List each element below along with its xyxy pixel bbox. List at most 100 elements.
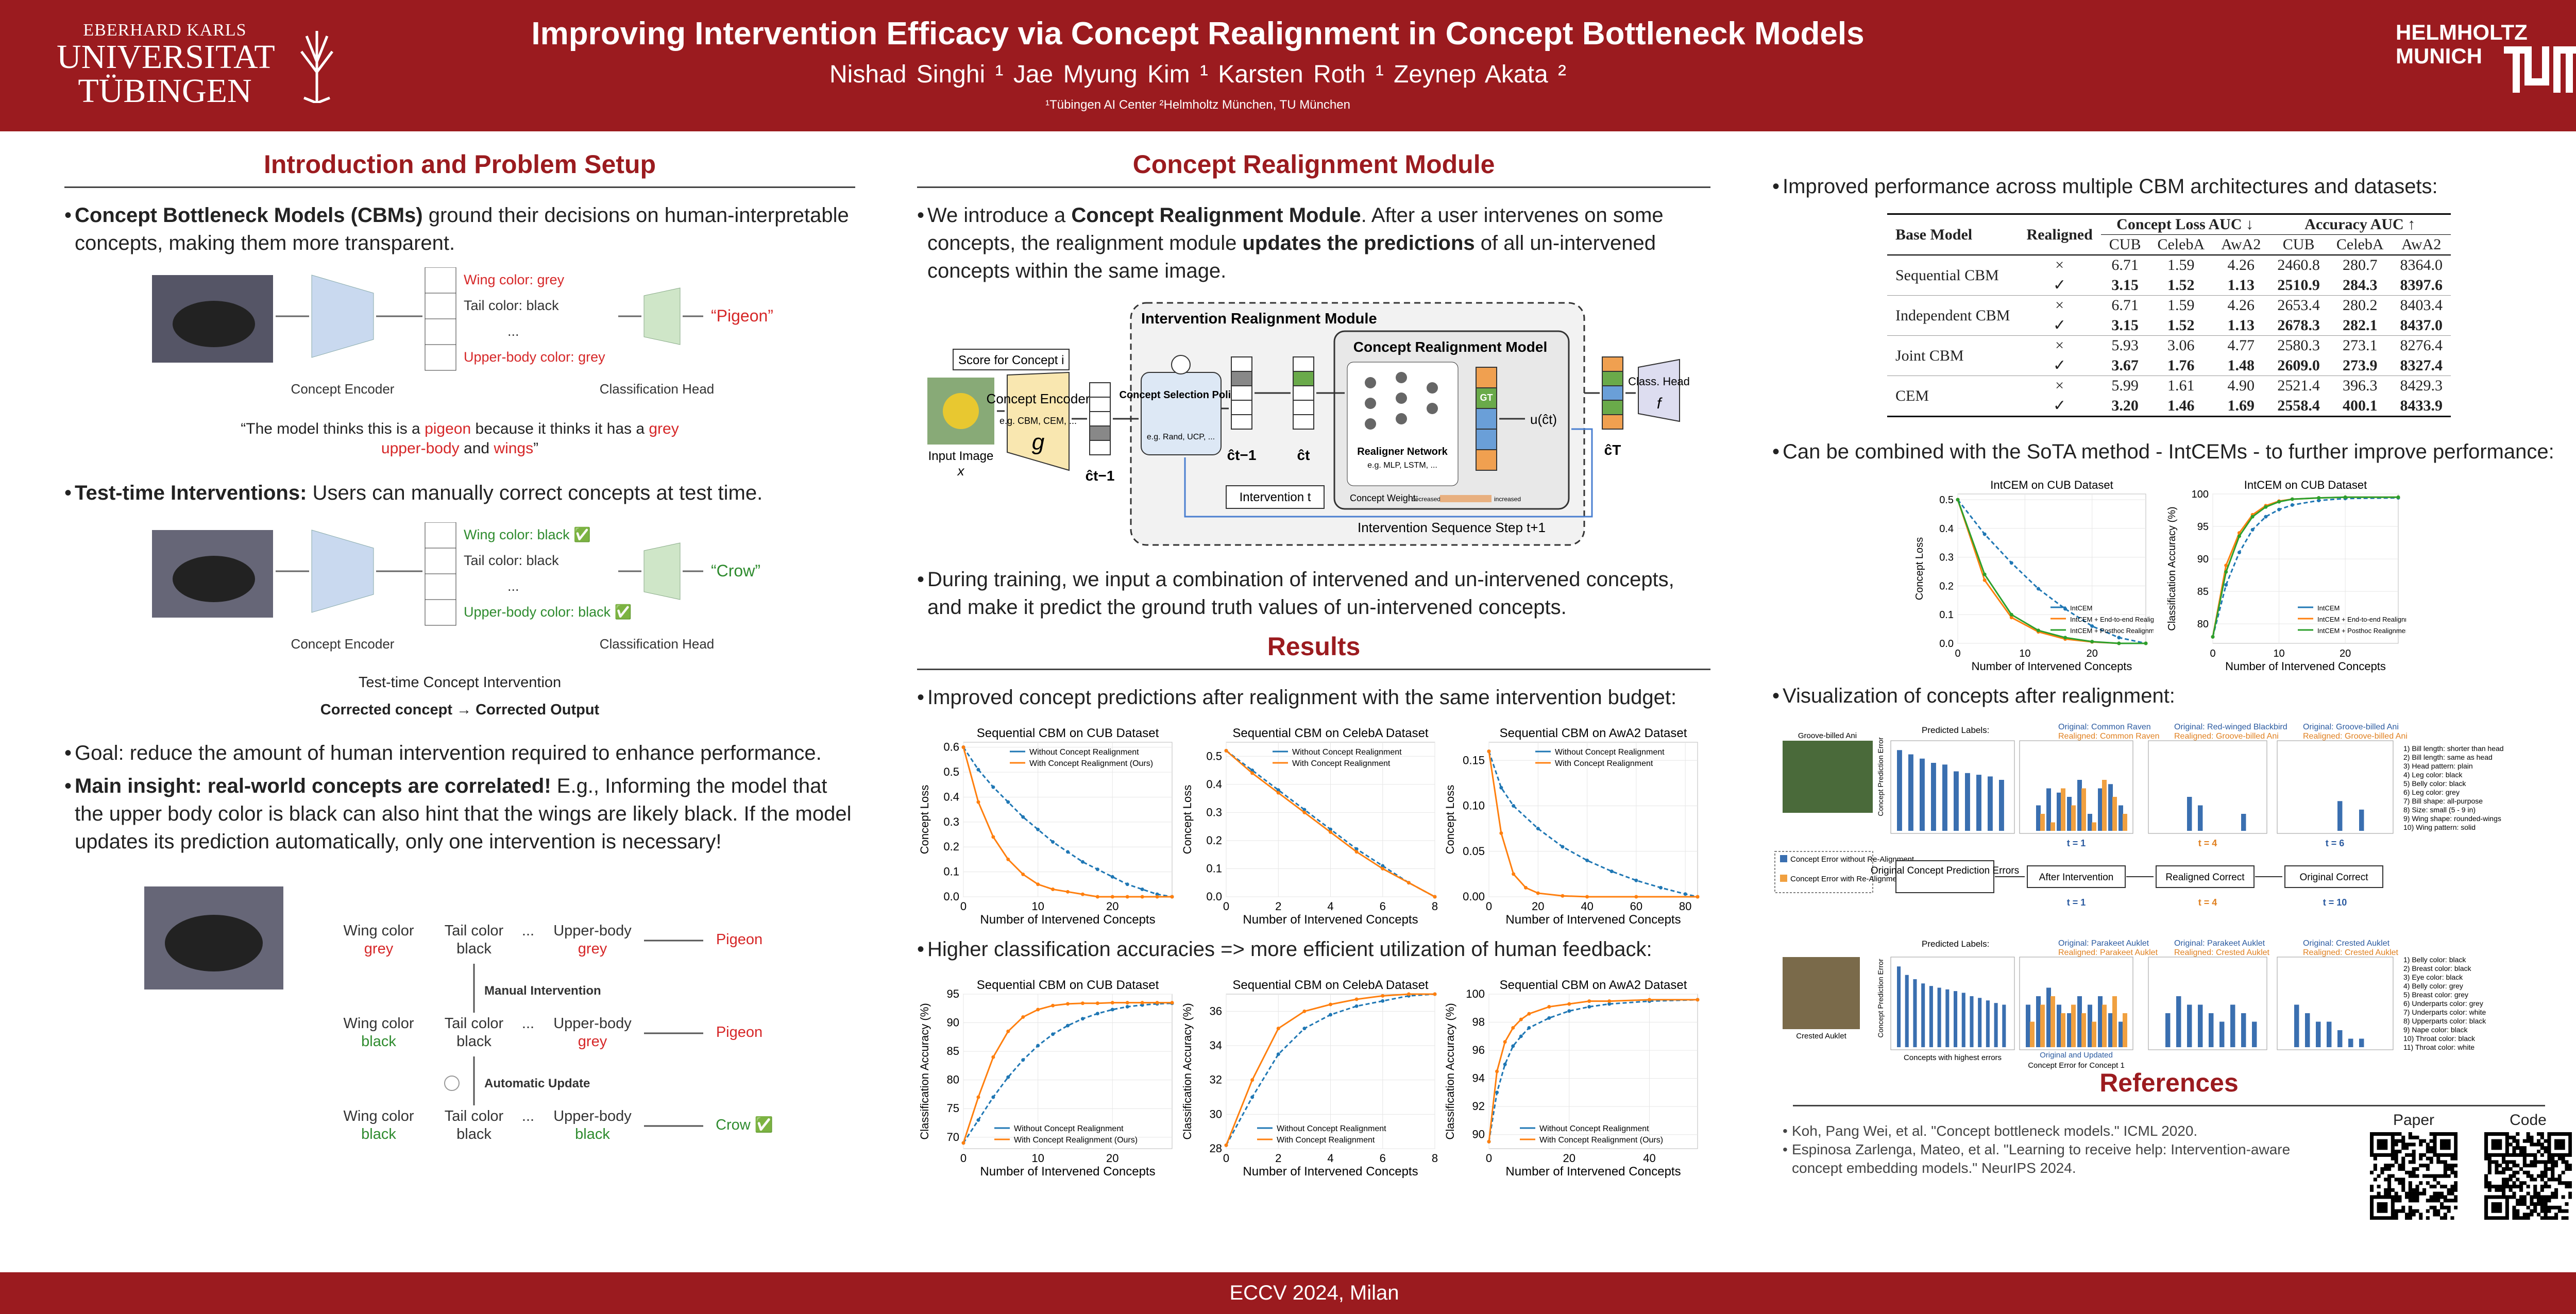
cbm-diagram: Wing color: grey Tail color: black ... U… xyxy=(152,267,773,397)
viz-bar xyxy=(2112,797,2117,831)
intervention-caption: Test-time Concept Intervention xyxy=(358,674,562,691)
chart-title: IntCEM on CUB Dataset xyxy=(1990,479,2113,491)
data-point xyxy=(1511,1044,1515,1048)
table-cell: 4.26 xyxy=(2213,254,2269,275)
class-head-label: Class. Head xyxy=(1628,375,1690,388)
row3-upper: Upper-body xyxy=(553,1108,632,1124)
y-tick-label: 0.1 xyxy=(1206,862,1222,875)
bot-orig-1: Original: Parakeet Auklet xyxy=(2058,939,2149,948)
data-point xyxy=(1036,1044,1040,1048)
data-point xyxy=(1982,572,1987,576)
viz-bar xyxy=(1897,750,1902,831)
table-cell: 2580.3 xyxy=(2269,335,2328,355)
realignment-example-diagram: Wing color grey Tail color black ... Upp… xyxy=(144,886,773,1142)
bot-t4: t = 4 xyxy=(2198,897,2217,908)
data-point xyxy=(1125,895,1129,899)
table-cell: 400.1 xyxy=(2342,397,2378,414)
data-point xyxy=(1066,1002,1070,1006)
table-cell: 3.15 xyxy=(2111,316,2139,334)
x-axis-label: Number of Intervened Concepts xyxy=(980,1165,1155,1179)
x-tick-label: 6 xyxy=(1380,1152,1386,1165)
viz-bar xyxy=(2092,822,2096,831)
y-tick-label: 0.3 xyxy=(1206,806,1222,818)
input-image-label: Input Image xyxy=(928,449,994,463)
university-line1: EBERHARD KARLS xyxy=(83,21,247,40)
data-point xyxy=(2290,497,2294,501)
viz-bar xyxy=(2108,784,2113,831)
column-results: Improved performance across multiple CBM… xyxy=(1772,167,2572,1230)
data-point xyxy=(1302,810,1307,814)
legend-entry: With Concept Realignment xyxy=(1292,759,1391,768)
row1-wing: Wing color xyxy=(344,923,414,939)
y-tick-label: 0.0 xyxy=(1939,638,1954,650)
viz-bar xyxy=(2123,1013,2127,1047)
data-point xyxy=(2036,587,2040,591)
data-point xyxy=(1066,1023,1070,1028)
viz-bar xyxy=(2088,1004,2092,1047)
table-cell: 6.71 xyxy=(2100,295,2149,315)
data-point xyxy=(2009,612,2013,617)
paper-qr-icon[interactable] xyxy=(2370,1132,2458,1220)
data-point xyxy=(1110,1008,1114,1012)
data-point xyxy=(1051,840,1055,844)
table-cell: 1.13 xyxy=(2227,276,2255,294)
legend-entry: With Concept Realignment xyxy=(1277,1136,1375,1145)
y-tick-label: 0.5 xyxy=(943,765,959,778)
code-qr-icon[interactable] xyxy=(2484,1132,2572,1220)
x-axis-label: Number of Intervened Concepts xyxy=(980,913,1155,927)
data-point xyxy=(1302,1027,1307,1031)
x-tick-label: 80 xyxy=(1679,900,1691,913)
y-tick-label: 0.4 xyxy=(943,790,959,803)
data-point xyxy=(1381,866,1385,871)
row1-dots: ... xyxy=(522,923,534,939)
rn-label: Realigner Network xyxy=(1357,446,1448,457)
ct-1-label-mid: ĉt−1 xyxy=(1227,447,1257,463)
data-point xyxy=(961,745,965,749)
viz-bar xyxy=(2219,1021,2225,1047)
top-real-2: Realigned: Groove-billed Ani xyxy=(2174,732,2279,741)
chart-awa2-loss: Sequential CBM on AwA2 Dataset0.000.050.… xyxy=(1444,726,1700,927)
chart-title: IntCEM on CUB Dataset xyxy=(2244,479,2367,491)
viz-bar xyxy=(2040,1004,2045,1047)
data-point xyxy=(1567,1002,1571,1006)
data-point xyxy=(1080,1017,1084,1021)
x-tick-label: 8 xyxy=(1432,900,1438,913)
chart-title: Sequential CBM on CUB Dataset xyxy=(977,978,1159,992)
x-axis-label: Number of Intervened Concepts xyxy=(2225,660,2386,673)
data-point xyxy=(991,1055,995,1059)
data-point xyxy=(1433,895,1437,899)
row3-tail-val: black xyxy=(456,1126,492,1142)
data-point xyxy=(2264,515,2268,519)
data-point xyxy=(1354,850,1359,854)
data-point xyxy=(1110,1001,1114,1005)
data-point xyxy=(2277,507,2281,511)
table-cell: 1.48 xyxy=(2227,356,2255,374)
reference-1[interactable]: Koh, Pang Wei, et al. "Concept bottlenec… xyxy=(1783,1122,2318,1140)
reference-2[interactable]: Espinosa Zarlenga, Mateo, et al. "Learni… xyxy=(1783,1140,2318,1178)
model-quote: “The model thinks this is a pigeon becau… xyxy=(241,420,679,457)
bot-t10: t = 10 xyxy=(2323,897,2347,908)
data-point xyxy=(1982,532,1987,536)
viz-bar xyxy=(1897,966,1901,1047)
y-tick-label: 0.2 xyxy=(943,840,959,853)
concept-encoder-shape xyxy=(311,275,374,358)
viz-bar xyxy=(2081,1013,2086,1047)
y-axis-label: Classification Accuracy (%) xyxy=(918,1003,931,1139)
concept-list-item: 8) Size: small (5 - 9 in) xyxy=(2403,806,2476,814)
data-point xyxy=(1503,1062,1507,1066)
th-acc: Accuracy AUC ↑ xyxy=(2269,214,2451,235)
tree-icon xyxy=(300,31,333,103)
legend-entry: IntCEM + End-to-end Realignment xyxy=(2070,616,2154,623)
data-point xyxy=(1561,845,1565,849)
y-tick-label: 0.4 xyxy=(1206,778,1222,791)
viz-bar xyxy=(2102,1004,2107,1047)
viz-bar xyxy=(2071,805,2076,831)
y-tick-label: 0.5 xyxy=(1939,494,1954,506)
y-tick-label: 0.15 xyxy=(1463,754,1485,766)
data-point xyxy=(1066,890,1070,894)
table-cell: 2653.4 xyxy=(2269,295,2328,315)
viz-bar xyxy=(2061,1013,2065,1047)
